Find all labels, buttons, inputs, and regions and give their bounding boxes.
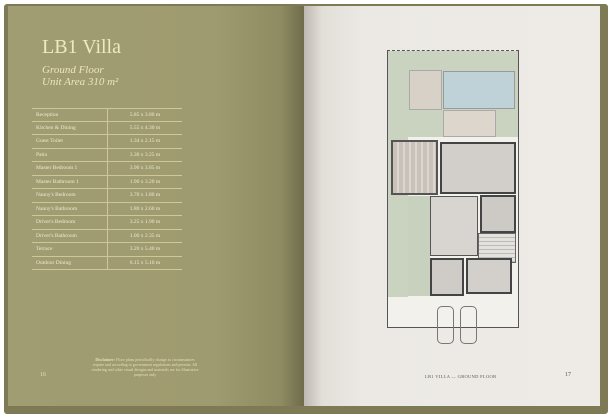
room-size: 1.00 x 2.35 m: [129, 232, 161, 239]
disclaimer-label: Disclaimer:: [95, 357, 116, 362]
page-number-right: 17: [565, 372, 571, 378]
room-size: 6.15 x 5.10 m: [129, 259, 161, 266]
room-size: 3.25 x 1.90 m: [129, 219, 161, 226]
room-name: Patio: [32, 148, 108, 161]
room-name: Master Bedroom 1: [32, 162, 108, 175]
hall: [430, 196, 478, 256]
room-name: Guest Toilet: [32, 135, 108, 148]
room-row: Guest Toilet 1.34 x 2.15 m: [32, 135, 182, 149]
side-garden: [408, 196, 430, 296]
room-name: Outdoor Dining: [32, 256, 108, 269]
room-name: Nanny's Bathroom: [32, 202, 108, 215]
left-page: [8, 6, 304, 406]
car-2: [460, 306, 477, 344]
room-row: Master Bedroom 1 3.90 x 3.85 m: [32, 162, 182, 176]
room-size: 1.80 x 2.60 m: [129, 205, 161, 212]
floor-name: Ground Floor: [42, 64, 104, 76]
disclaimer: Disclaimer: Floor plans periodically cha…: [90, 357, 200, 377]
outdoor-dining: [409, 70, 442, 110]
room-name: Master Bathroom 1: [32, 175, 108, 188]
room-size: 5.55 x 4.30 m: [129, 124, 161, 131]
villa-title: LB1 Villa: [42, 36, 121, 58]
page-footer: LB1 VILLA — GROUND FLOOR: [425, 374, 497, 379]
room-size: 3.70 x 1.80 m: [129, 192, 161, 199]
room-row: Kitchen & Dining 5.55 x 4.30 m: [32, 121, 182, 135]
room-size: 1.90 x 3.20 m: [129, 178, 161, 185]
disclaimer-text: Floor plans periodically change as circu…: [91, 357, 199, 377]
patio: [391, 140, 438, 195]
floor-info: Ground Floor Unit Area 310 m²: [42, 64, 118, 88]
room-row: Outdoor Dining 6.15 x 5.10 m: [32, 256, 182, 270]
room-table: Reception 5.85 x 3.80 m Kitchen & Dining 5.…: [32, 108, 182, 270]
room-row: Nanny's Bathroom 1.80 x 2.60 m: [32, 202, 182, 216]
room-size: 3.20 x 5.40 m: [129, 246, 161, 253]
unit-area: Unit Area 310 m²: [42, 76, 119, 88]
room-name: Driver's Bathroom: [32, 229, 108, 242]
terrace: [443, 110, 496, 137]
master-bedroom: [430, 258, 464, 296]
room-size: 3.30 x 3.25 m: [129, 151, 161, 158]
room-row: Driver's Bedroom 3.25 x 1.90 m: [32, 216, 182, 230]
room-name: Reception: [32, 109, 108, 121]
room-row: Patio 3.30 x 3.25 m: [32, 148, 182, 162]
room-row: Reception 5.85 x 3.80 m: [32, 108, 182, 122]
reception: [440, 142, 516, 194]
room-name: Nanny's Bedroom: [32, 189, 108, 202]
page-number-left: 16: [40, 372, 46, 378]
room-size: 3.90 x 3.85 m: [129, 165, 161, 172]
room-row: Driver's Bathroom 1.00 x 2.35 m: [32, 229, 182, 243]
room-row: Master Bathroom 1 1.90 x 3.20 m: [32, 175, 182, 189]
kitchen: [480, 195, 516, 233]
room-size: 5.85 x 3.80 m: [129, 111, 161, 118]
car-1: [437, 306, 454, 344]
room-name: Terrace: [32, 243, 108, 256]
room-row: Nanny's Bedroom 3.70 x 1.80 m: [32, 189, 182, 203]
room-size: 1.34 x 2.15 m: [129, 138, 161, 145]
bathroom: [466, 258, 512, 294]
pool: [443, 71, 515, 109]
room-name: Kitchen & Dining: [32, 121, 108, 134]
room-name: Driver's Bedroom: [32, 216, 108, 229]
room-row: Terrace 3.20 x 5.40 m: [32, 243, 182, 257]
